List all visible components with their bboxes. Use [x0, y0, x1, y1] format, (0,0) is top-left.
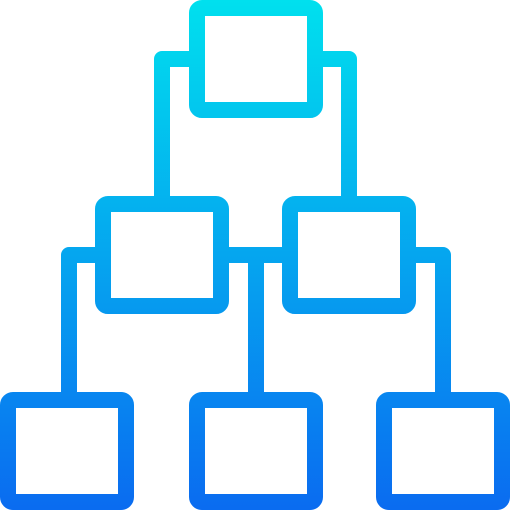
connector-mid-left-leaf-left — [61, 247, 111, 408]
node-mid-right — [282, 196, 416, 314]
node-leaf-left — [0, 392, 134, 510]
connector-root-mid-left — [154, 51, 205, 212]
node-leaf-right — [376, 392, 510, 510]
node-root — [189, 0, 323, 118]
node-mid-left — [95, 196, 229, 314]
node-leaf-center — [189, 392, 323, 510]
connector-root-mid-right — [307, 51, 357, 212]
connector-mid-right-leaf-right — [400, 247, 451, 408]
